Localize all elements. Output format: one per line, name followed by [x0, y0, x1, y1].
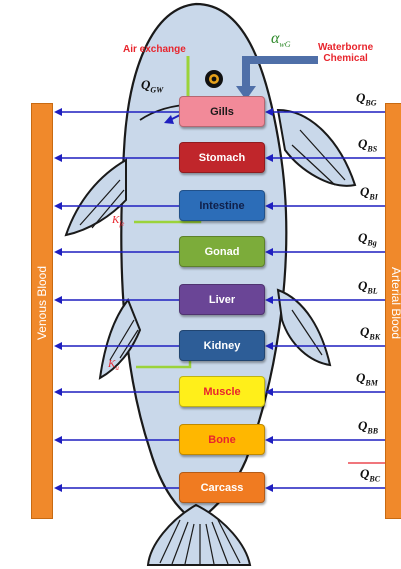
- flow-label-liver: QBL: [358, 278, 378, 296]
- waterborne-chemical-label: Waterborne Chemical: [318, 42, 373, 64]
- organ-carcass: Carcass: [179, 472, 265, 503]
- flow-label-kidney: QBK: [360, 324, 380, 342]
- organ-gills: Gills: [179, 96, 265, 127]
- k-intestine-label: Kfe: [112, 214, 124, 228]
- flow-label-gills: QBG: [356, 90, 377, 108]
- flow-label-stomach: QBS: [358, 136, 377, 154]
- organ-liver: Liver: [179, 284, 265, 315]
- organ-bone: Bone: [179, 424, 265, 455]
- flow-label-bone: QBB: [358, 418, 378, 436]
- organ-gonad: Gonad: [179, 236, 265, 267]
- organ-kidney: Kidney: [179, 330, 265, 361]
- flow-label-carcass: QBC: [360, 466, 380, 484]
- flow-label-gonad: QBg: [358, 230, 377, 248]
- venous-blood-label: Venous Blood: [35, 257, 49, 349]
- arterial-blood-label: Arterial Blood: [389, 257, 401, 349]
- air-exchange-label: Air exchange: [123, 44, 186, 55]
- organ-stomach: Stomach: [179, 142, 265, 173]
- k-kidney-label: Ku: [108, 358, 119, 372]
- q-gw-label: QGW: [141, 77, 163, 95]
- flow-label-muscle: QBM: [356, 370, 378, 388]
- alpha-wg-label: αwG: [271, 30, 291, 49]
- organ-muscle: Muscle: [179, 376, 265, 407]
- organ-intestine: Intestine: [179, 190, 265, 221]
- flow-label-intestine: QBI: [360, 184, 378, 202]
